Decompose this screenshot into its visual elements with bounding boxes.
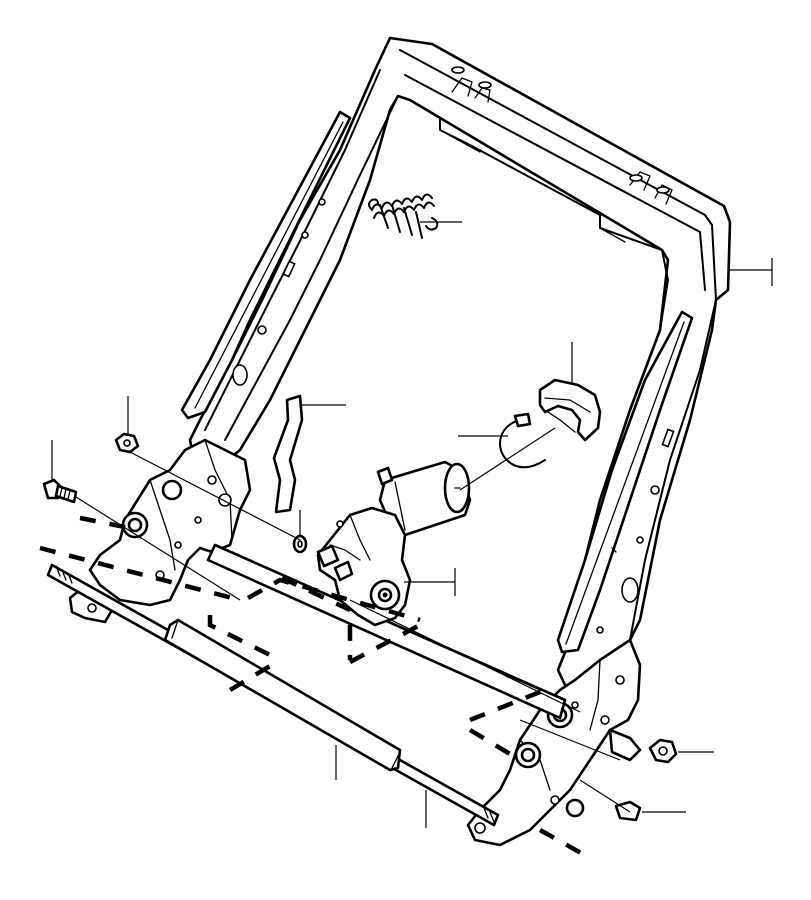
assembly-lines	[39, 427, 631, 860]
left-hinge-bracket	[68, 438, 252, 624]
shaft-sleeve	[163, 618, 402, 772]
nut-upper-left	[114, 432, 140, 454]
bolt-left	[42, 478, 78, 504]
recliner-motor	[316, 460, 472, 627]
nut-right	[648, 738, 678, 764]
right-hinge-bracket	[466, 638, 642, 847]
callout-leaders	[51, 221, 773, 828]
washer	[292, 534, 308, 554]
tension-spring	[368, 193, 439, 239]
backrest-frame	[180, 36, 732, 702]
cable-clip	[499, 412, 546, 469]
motor-cover	[538, 378, 602, 442]
side-wire	[272, 394, 304, 514]
